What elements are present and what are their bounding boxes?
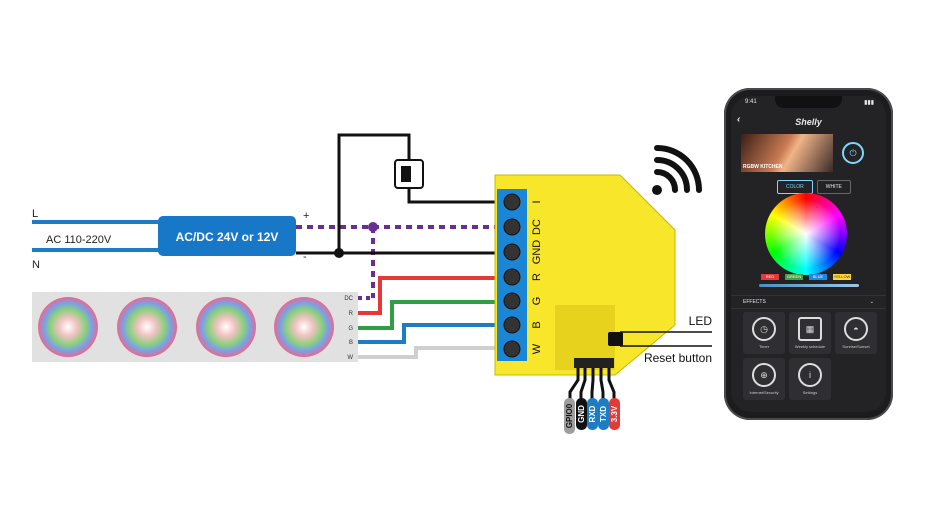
strip-pin-w: W bbox=[347, 355, 353, 361]
terminal-screw bbox=[503, 340, 521, 358]
debug-header bbox=[574, 358, 614, 368]
sunrise-icon: ◓ bbox=[844, 317, 868, 341]
pin-label-gnd: GND bbox=[577, 405, 586, 423]
switch-wire-b bbox=[407, 188, 500, 204]
pin-label-3v3: 3.3V bbox=[610, 405, 619, 422]
power-supply-box bbox=[158, 216, 296, 256]
shelly-rgbw-module bbox=[494, 174, 676, 376]
gnd-junction bbox=[334, 248, 344, 258]
pin-gpio0 bbox=[564, 398, 575, 434]
clock-icon: ◷ bbox=[752, 317, 776, 341]
terminal-screw bbox=[503, 193, 521, 211]
led-2 bbox=[117, 297, 177, 357]
terminal-screw bbox=[503, 292, 521, 310]
tile-sunrise-sunset[interactable]: ◓Sunrise/Sunset bbox=[835, 312, 877, 354]
tile-weekly-schedule[interactable]: ▦Weekly schedule bbox=[789, 312, 831, 354]
pin-label-gpio0: GPIO0 bbox=[565, 403, 574, 428]
strip-pin-b: B bbox=[349, 340, 353, 346]
app-screen: 9:41 ▮▮▮ ‹ Shelly RGBW KITCHEN ⏻ COLOR W… bbox=[731, 96, 886, 412]
power-icon[interactable]: ⏻ bbox=[842, 142, 864, 164]
chevron-down-icon: ⌄ bbox=[869, 299, 874, 305]
calendar-icon: ▦ bbox=[798, 317, 822, 341]
swatch-green[interactable]: GREEN bbox=[785, 274, 803, 280]
brightness-slider[interactable] bbox=[759, 284, 859, 287]
globe-icon: ⊕ bbox=[752, 363, 776, 387]
terminal-label-g: G bbox=[531, 297, 543, 306]
effects-label: EFFECTS bbox=[743, 299, 766, 305]
strip-pin-dc: DC bbox=[344, 296, 353, 302]
power-supply-label: AC/DC 24V or 12V bbox=[176, 230, 279, 244]
dc-plus-junction bbox=[368, 222, 378, 232]
terminal-screw bbox=[503, 218, 521, 236]
info-icon: i bbox=[798, 363, 822, 387]
app-brand: Shelly bbox=[795, 117, 822, 127]
terminal-screw bbox=[503, 243, 521, 261]
pin-label-rxd: RXD bbox=[588, 405, 597, 422]
smartphone: 9:41 ▮▮▮ ‹ Shelly RGBW KITCHEN ⏻ COLOR W… bbox=[724, 88, 893, 420]
swatch-red[interactable]: RED bbox=[761, 274, 779, 280]
terminal-label-r: R bbox=[531, 273, 543, 281]
line-label: L bbox=[32, 208, 38, 220]
back-icon[interactable]: ‹ bbox=[737, 114, 741, 125]
blue-wire bbox=[358, 323, 500, 344]
strip-pin-r: R bbox=[349, 311, 354, 317]
pin-label-txd: TXD bbox=[599, 406, 608, 422]
psu-minus-label: - bbox=[303, 251, 307, 263]
led-callout: LED bbox=[689, 314, 713, 328]
green-wire bbox=[358, 300, 500, 330]
effects-bar[interactable]: EFFECTS ⌄ bbox=[731, 295, 886, 309]
switch-wire-a bbox=[337, 133, 411, 253]
pin-txd bbox=[598, 398, 609, 430]
status-time: 9:41 bbox=[745, 99, 757, 105]
tab-white[interactable]: WHITE bbox=[816, 180, 851, 194]
wifi-icon bbox=[652, 145, 702, 195]
red-wire bbox=[358, 276, 500, 315]
terminal-label-gnd: GND bbox=[531, 240, 543, 265]
terminal-label-w: W bbox=[531, 343, 543, 354]
pin-gnd bbox=[576, 398, 587, 430]
tile-internet-security[interactable]: ⊕Internet/Security bbox=[743, 358, 785, 400]
pin-rxd bbox=[587, 398, 598, 430]
reset-button[interactable] bbox=[608, 332, 623, 346]
ac-input-label: AC 110-220V bbox=[46, 234, 112, 246]
terminal-label-b: B bbox=[531, 321, 543, 328]
tile-timer[interactable]: ◷Timer bbox=[743, 312, 785, 354]
led-3 bbox=[196, 297, 256, 357]
terminal-label-dc: DC bbox=[531, 219, 543, 235]
swatch-yellow[interactable]: YELLOW bbox=[833, 274, 851, 280]
pin-3v3 bbox=[609, 398, 620, 430]
device-name: RGBW KITCHEN bbox=[743, 164, 783, 170]
tab-color[interactable]: COLOR bbox=[777, 180, 813, 194]
led-1 bbox=[38, 297, 98, 357]
device-banner[interactable]: RGBW KITCHEN bbox=[741, 134, 833, 172]
neutral-label: N bbox=[32, 259, 40, 271]
terminal-screw bbox=[503, 316, 521, 334]
white-wire bbox=[358, 346, 500, 359]
swatch-blue[interactable]: BLUE bbox=[809, 274, 827, 280]
terminal-screw bbox=[503, 268, 521, 286]
psu-plus-label: + bbox=[303, 210, 309, 222]
signal-icon: ▮▮▮ bbox=[864, 100, 874, 106]
strip-pin-g: G bbox=[348, 326, 353, 332]
color-wheel[interactable] bbox=[765, 193, 847, 275]
terminal-label-i: I bbox=[531, 200, 543, 203]
reset-callout: Reset button bbox=[644, 351, 712, 365]
led-4 bbox=[274, 297, 334, 357]
